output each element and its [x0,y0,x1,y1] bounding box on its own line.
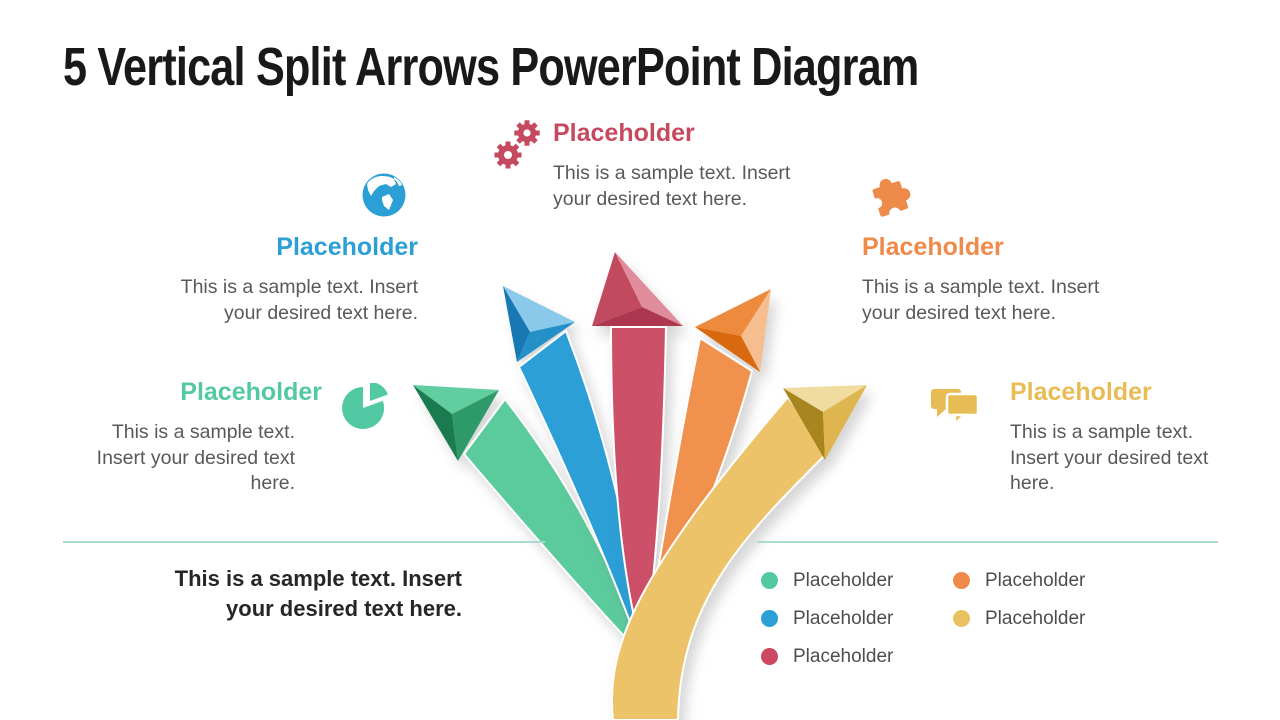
divider-right [757,541,1218,543]
legend-dot-blue [761,610,778,627]
arrow-blue [503,286,643,655]
section-top-center-body: This is a sample text. Insert your desir… [553,162,791,210]
section-mid-right-heading: Placeholder [1010,378,1152,406]
legend-dot-orange [953,572,970,589]
arrow-gold-head-light [783,385,867,412]
globe-icon [362,173,406,217]
legend-item: Placeholder [953,609,1085,628]
arrow-crimson [592,252,683,654]
arrow-orange-head-light [741,289,771,372]
chat-icon [931,389,980,428]
gears-icon [494,120,540,169]
footer-note: This is a sample text. Insert your desir… [100,564,462,625]
legend-label: Placeholder [793,608,894,629]
arrow-green-head-mid [452,390,499,461]
section-mid-left-heading: Placeholder [180,378,322,406]
divider-left [63,541,545,543]
legend-dot-green [761,572,778,589]
arrow-crimson-head-mid [592,252,642,326]
legend-label: Placeholder [985,570,1086,591]
puzzle-icon [871,178,911,219]
arrow-blue-head-mid [517,322,575,362]
arrow-crimson-head-dark [592,307,683,326]
arrow-green-head-light [413,385,499,414]
arrow-orange-head-dark [695,327,760,372]
arrow-gold-head-dark [783,388,825,460]
legend-dot-gold [953,610,970,627]
legend-label: Placeholder [793,646,894,667]
legend-item: Placeholder [761,609,893,628]
section-mid-right-body: This is a sample text. Insert your desir… [1010,421,1209,495]
legend-label: Placeholder [793,570,894,591]
arrow-blue-head-dark [503,286,530,362]
arrow-orange-head-mid [695,289,771,336]
legend-label: Placeholder [985,608,1086,629]
arrow-crimson-band [609,326,668,654]
page-title: 5 Vertical Split Arrows PowerPoint Diagr… [63,37,919,97]
arrow-blue-head-light [503,286,575,332]
section-mid-left-body: This is a sample text. Insert your desir… [96,421,295,495]
legend-item: Placeholder [761,571,893,590]
footer-note-line2: your desired text here. [226,596,462,622]
section-top-right-body: This is a sample text. Insert your desir… [862,276,1100,324]
pie-chart-icon [342,383,388,429]
section-top-right-heading: Placeholder [862,233,1004,261]
legend-column-1: Placeholder Placeholder Placeholder [761,571,893,666]
legend-dot-crimson [761,648,778,665]
arrow-gold-head-mid [823,385,867,460]
arrow-green-head-dark [413,385,458,461]
legend-column-2: Placeholder Placeholder [953,571,1085,628]
section-top-left-body: This is a sample text. Insert your desir… [180,276,418,324]
split-arrows-graphic [413,252,867,720]
arrow-crimson-head-light [615,252,683,326]
arrow-green [413,385,643,656]
legend-item: Placeholder [761,647,893,666]
footer-note-line1: This is a sample text. Insert [174,566,462,591]
arrow-gold [610,385,867,720]
section-top-center-heading: Placeholder [553,119,695,147]
legend-item: Placeholder [953,571,1085,590]
section-top-left-heading: Placeholder [276,233,418,261]
